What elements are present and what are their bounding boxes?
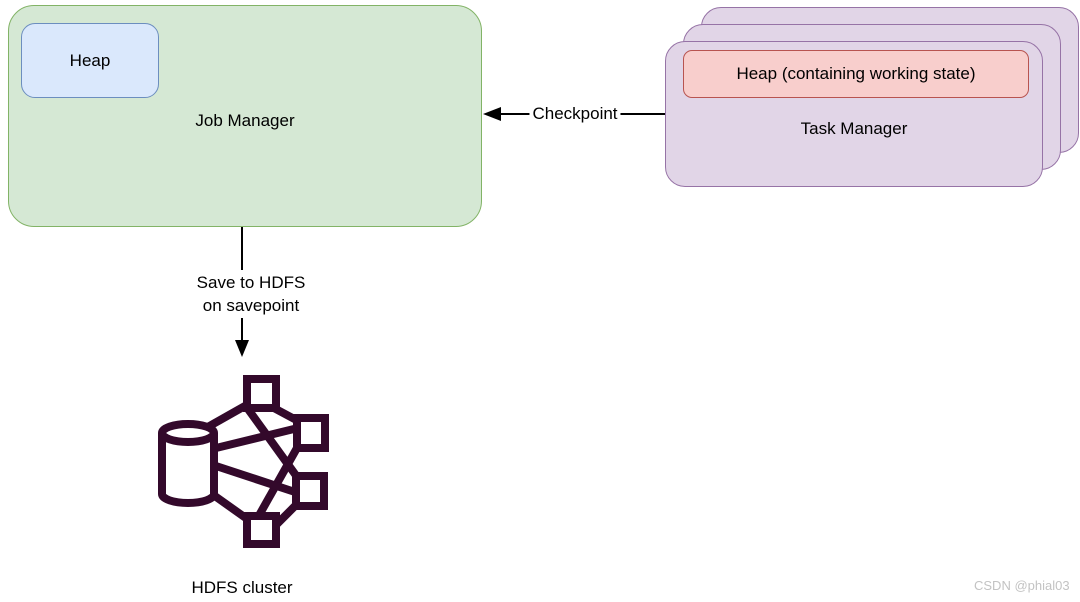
job-manager-label: Job Manager — [195, 111, 295, 130]
job-manager-heap-label: Heap — [69, 50, 111, 70]
checkpoint-label: Checkpoint — [529, 104, 621, 124]
savepoint-label-line1: Save to HDFS — [196, 273, 306, 292]
task-manager-box-front: Heap (containing working state) Task Man… — [665, 41, 1043, 187]
arrowhead-left-icon — [483, 107, 501, 121]
savepoint-label: Save to HDFS on savepoint — [192, 270, 310, 318]
task-manager-heap-label: Heap (containing working state) — [736, 64, 976, 83]
task-manager-label: Task Manager — [800, 119, 908, 138]
watermark: CSDN @phial03 — [974, 578, 1070, 593]
hdfs-cluster-icon — [158, 375, 329, 548]
task-manager-heap-box: Heap (containing working state) — [683, 50, 1029, 98]
job-manager-heap-box: Heap — [21, 23, 159, 98]
savepoint-label-line2: on savepoint — [202, 296, 300, 315]
hdfs-cluster-label: HDFS cluster — [191, 578, 293, 597]
arrowhead-down-icon — [235, 340, 249, 357]
job-manager-box: Heap Job Manager — [8, 5, 482, 227]
